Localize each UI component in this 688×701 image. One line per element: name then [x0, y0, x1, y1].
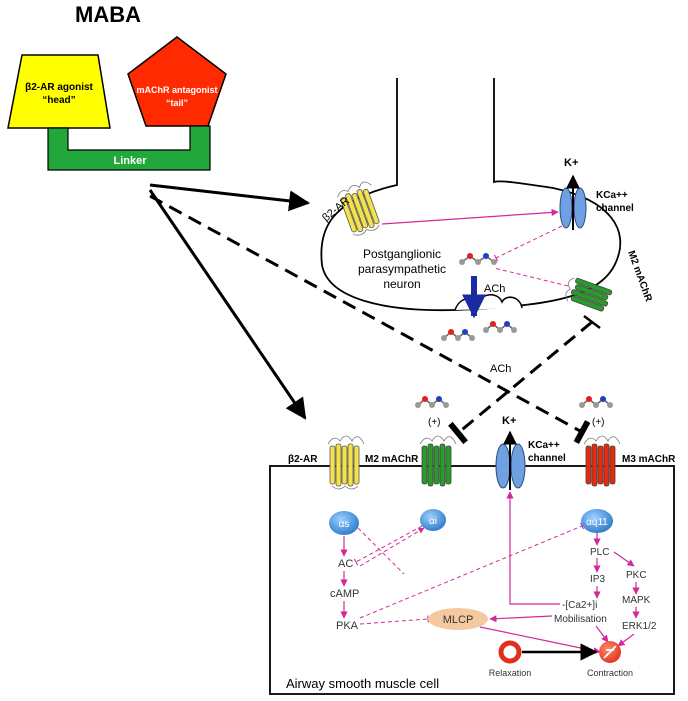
gs-protein — [329, 511, 359, 535]
gs-label: αs — [339, 519, 350, 530]
neuron-terminal-outline — [320, 78, 622, 312]
cell-b2ar-receptor — [327, 435, 365, 490]
camp-label: cAMP — [330, 588, 359, 600]
ca-to-mlcp-arrow — [489, 615, 553, 623]
cell-m3-label: M3 mAChR — [622, 454, 676, 465]
neuron-b2ar-to-kca-arrow — [381, 208, 559, 225]
cleft-ach-label: ACh — [490, 363, 511, 375]
neuron-label-3: neuron — [383, 277, 420, 291]
plc-to-pkc-arrow — [613, 551, 635, 567]
neuron-ach-label: ACh — [484, 283, 505, 295]
ip3-label: IP3 — [590, 574, 605, 585]
linker-label: Linker — [113, 155, 147, 167]
pka-to-gq-dashed — [359, 522, 584, 619]
pka-label: PKA — [336, 620, 359, 632]
pkc-label: PKC — [626, 570, 647, 581]
mobilisation-label: Mobilisation — [554, 614, 607, 625]
neuron-ach-molecule — [459, 253, 497, 265]
neuron-b2ar-receptor — [337, 181, 380, 236]
antagonist-tail-shape — [127, 36, 227, 127]
neuron-m2-receptor — [565, 277, 613, 312]
ac-label: AC — [338, 558, 353, 570]
contraction-icon — [603, 645, 617, 659]
ca-to-contraction-arrow — [595, 625, 609, 643]
mlcp-to-contraction-arrow — [479, 626, 601, 655]
m2-to-ach-dashed — [493, 267, 569, 287]
cell-kca-channel — [495, 430, 526, 490]
maba-to-neuron-b2ar-arrow — [149, 183, 311, 212]
gi-protein — [420, 509, 446, 531]
gq-label: αq11 — [586, 517, 608, 528]
ca-to-kca-arrow — [506, 491, 560, 605]
maba-to-neuron-m2-inhibit-bar — [583, 315, 601, 329]
cell-kca-label: KCa++ — [528, 440, 560, 451]
m3-plus-label: (+) — [592, 417, 605, 428]
smooth-muscle-cell-outline — [269, 465, 675, 695]
neuron-label-2: parasympathetic — [358, 262, 446, 276]
gi-to-ac-inhibit — [353, 525, 423, 566]
neuron-kca-channel — [559, 174, 587, 230]
cell-m2-receptor — [419, 435, 457, 487]
cell-title: Airway smooth muscle cell — [286, 676, 439, 691]
m2-plus-label: (+) — [428, 417, 441, 428]
cell-m3-receptor — [583, 435, 621, 487]
ach-above-m3-molecule — [579, 396, 613, 408]
mlcp-label: MLCP — [443, 614, 474, 626]
pka-to-mlcp-dashed — [359, 615, 429, 625]
gi-label: αi — [429, 516, 437, 527]
plc-label: PLC — [590, 547, 609, 558]
ach-above-m2-molecule — [415, 396, 449, 408]
gq-protein — [581, 509, 613, 533]
contraction-label: Contraction — [587, 668, 633, 678]
neuron-m2-label: M2 mAChR — [625, 249, 654, 304]
neuron-k-ion-label: K+ — [564, 157, 578, 169]
mapk-label: MAPK — [622, 595, 651, 606]
relaxation-label: Relaxation — [489, 668, 532, 678]
neuron-kca-label: KCa++ — [596, 190, 628, 201]
cell-b2ar-label: β2-AR — [288, 454, 318, 465]
cleft-ach-molecule-left — [441, 329, 475, 341]
mlcp-node — [428, 608, 488, 630]
ac-to-gi-dashed — [359, 527, 425, 567]
maba-to-m3-dashed-inhibit — [149, 194, 591, 444]
maba-to-cell-b2ar-arrow — [148, 189, 307, 420]
antagonist-tail-label: mAChR antagonist — [137, 85, 218, 95]
agonist-head-label: β2-AR agonist — [25, 82, 93, 93]
agonist-head-shape — [7, 54, 111, 129]
agonist-head-quote: “head” — [42, 95, 75, 106]
cell-kca-channel-label: channel — [528, 453, 566, 464]
antagonist-tail-quote: “tail” — [166, 98, 188, 108]
neuron-label-1: Postganglionic — [363, 247, 441, 261]
kca-to-ach-inhibit — [494, 225, 563, 262]
neuron-kca-channel-label: channel — [596, 203, 634, 214]
ca-label: -[Ca2+]i — [562, 600, 597, 611]
erk-to-contraction-arrow — [617, 633, 635, 647]
cleft-ach-molecule-right — [483, 321, 517, 333]
neuron-vesicle-bumps — [454, 294, 523, 311]
cell-m2-label: M2 mAChR — [365, 454, 419, 465]
erk-label: ERK1/2 — [622, 621, 657, 632]
cell-k-ion-label: K+ — [502, 415, 516, 427]
gs-to-gi-dashed — [357, 527, 405, 575]
relaxation-ring — [498, 640, 522, 664]
neuron-m2-to-cell-m2-dashed-inhibit — [448, 320, 593, 445]
maba-title: MABA — [75, 2, 141, 27]
linker-shape — [47, 125, 211, 171]
